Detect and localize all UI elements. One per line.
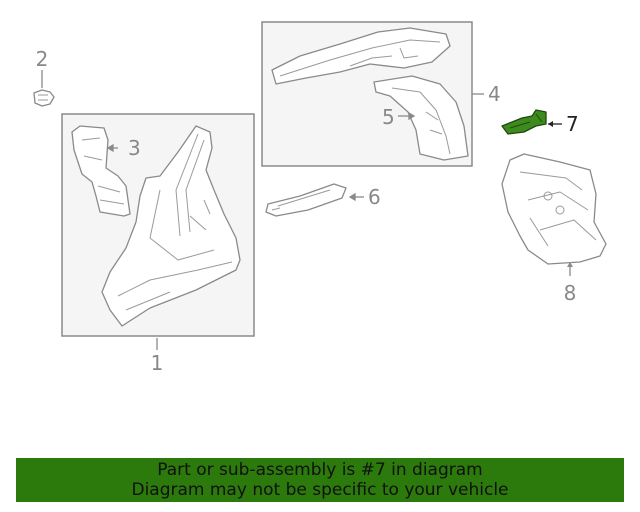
callout-6[interactable]: 6 (368, 185, 381, 209)
callout-1[interactable]: 1 (151, 351, 164, 375)
callout-3[interactable]: 3 (128, 136, 141, 160)
part-5-reinforcement[interactable] (373, 75, 469, 161)
banner-line-2: Diagram may not be specific to your vehi… (131, 480, 509, 500)
part-3-panel[interactable] (71, 125, 131, 217)
part-1-inner-panel[interactable] (101, 125, 241, 327)
callout-5[interactable]: 5 (382, 105, 395, 129)
callout-8[interactable]: 8 (564, 281, 577, 305)
part-8-panel[interactable] (501, 153, 607, 265)
callout-4[interactable]: 4 (488, 82, 501, 106)
part-7-bracket-highlighted[interactable] (501, 109, 547, 135)
callout-7[interactable]: 7 (566, 112, 579, 136)
info-banner: Part or sub-assembly is #7 in diagram Di… (16, 458, 624, 502)
callout-2[interactable]: 2 (36, 47, 49, 71)
part-4-rail[interactable] (271, 27, 451, 85)
part-6-bracket[interactable] (265, 183, 347, 217)
banner-line-1: Part or sub-assembly is #7 in diagram (157, 460, 483, 480)
part-2-clip[interactable] (33, 89, 55, 107)
